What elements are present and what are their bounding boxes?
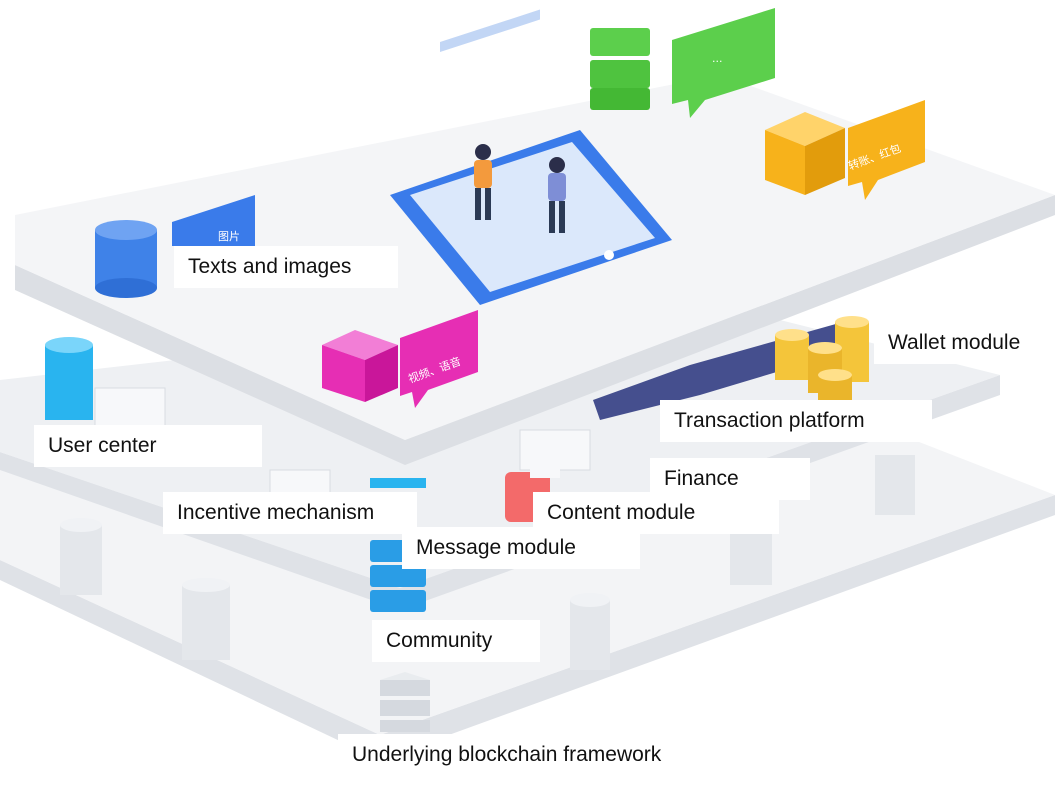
label-texts-and-images: Texts and images bbox=[174, 246, 398, 288]
blue-stack bbox=[370, 540, 426, 612]
orange-transfer-icon: 转账、红包 bbox=[765, 100, 925, 200]
grey-stack bbox=[380, 672, 430, 732]
green-bubble-text: ... bbox=[712, 52, 723, 65]
label-community: Community bbox=[372, 620, 540, 662]
label-underlying-blockchain-framework: Underlying blockchain framework bbox=[338, 734, 676, 776]
gold-coins bbox=[775, 316, 869, 400]
label-wallet-module: Wallet module bbox=[874, 322, 1035, 364]
label-transaction-platform: Transaction platform bbox=[660, 400, 932, 442]
people bbox=[474, 144, 566, 233]
green-message-icon: ... bbox=[590, 8, 775, 118]
label-incentive-mechanism: Incentive mechanism bbox=[163, 492, 417, 534]
magenta-video-icon: 视频、语音 bbox=[322, 310, 478, 408]
label-user-center: User center bbox=[34, 425, 262, 467]
cyan-cylinder bbox=[45, 337, 93, 420]
tablet bbox=[390, 9, 672, 305]
blue-image-icon: 图片 bbox=[95, 195, 255, 298]
label-message-module: Message module bbox=[402, 527, 640, 569]
blue-bubble-text: 图片 bbox=[218, 230, 240, 243]
